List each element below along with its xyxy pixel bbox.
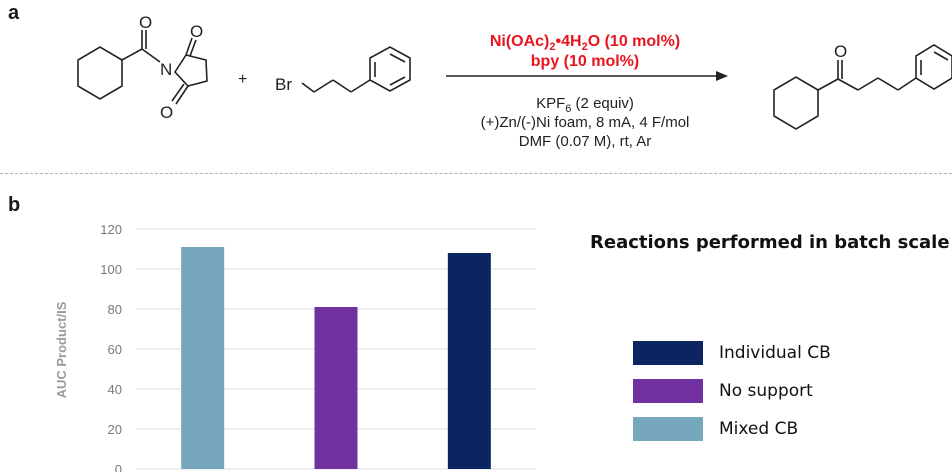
benzene-ring-reactant: [369, 46, 411, 92]
imide-o-bottom-label: O: [160, 103, 173, 122]
legend-swatch-individual-cb: [633, 341, 703, 365]
y-tick-label-40: 40: [108, 382, 122, 397]
legend-label-no-support: No support: [719, 381, 813, 401]
legend-item-mixed-cb: Mixed CB: [633, 417, 798, 441]
cyclohexane-ring-product: [773, 76, 819, 130]
bar-no-support: [314, 307, 358, 469]
chain-bond: [301, 82, 315, 93]
solvent-text: DMF (0.07 M), rt, Ar: [519, 133, 652, 150]
arrow-head: [716, 71, 728, 81]
panel-label-b: b: [8, 194, 21, 216]
succinimide-ring: [173, 54, 208, 87]
bromine-label: Br: [275, 75, 292, 94]
product-o-label: O: [834, 42, 847, 61]
carbonyl-o-label: O: [139, 13, 152, 32]
y-tick-label-0: 0: [115, 462, 122, 472]
y-axis-label: AUC Product/IS: [54, 301, 69, 398]
plus-sign: +: [238, 71, 247, 88]
catalyst-text: Ni(OAc)2•4H2O (10 mol%): [490, 33, 680, 53]
panel-divider: [0, 173, 952, 174]
legend-label-mixed-cb: Mixed CB: [719, 419, 799, 439]
y-tick-label-100: 100: [100, 262, 122, 277]
nitrogen-label: N: [160, 60, 172, 79]
legend-swatch-no-support: [633, 379, 703, 403]
y-tick-label-20: 20: [108, 422, 122, 437]
ligand-text: bpy (10 mol%): [531, 53, 639, 70]
y-tick-label-120: 120: [100, 222, 122, 237]
reaction-scheme: O N O O + Br O Ni(OAc)2•4H2O (10 mol%) b…: [77, 13, 952, 150]
bar-chart: 0 20 40 60 80 100 120 AUC Product/IS: [54, 222, 536, 472]
imide-o-top-label: O: [190, 22, 203, 41]
benzene-ring-product: [915, 44, 952, 90]
electrode-text: (+)Zn/(-)Ni foam, 8 mA, 4 F/mol: [481, 114, 690, 131]
legend-swatch-mixed-cb: [633, 417, 703, 441]
legend-label-individual-cb: Individual CB: [719, 343, 831, 363]
y-tick-label-80: 80: [108, 302, 122, 317]
legend-item-no-support: No support: [633, 379, 813, 403]
bar-mixed-cb: [181, 247, 225, 469]
panel-label-a: a: [8, 2, 20, 24]
cyclohexane-ring: [77, 46, 123, 100]
bar-individual-cb: [447, 253, 491, 469]
y-tick-label-60: 60: [108, 342, 122, 357]
legend-item-individual-cb: Individual CB: [633, 341, 831, 365]
chart-title: Reactions performed in batch scale: [590, 232, 950, 253]
salt-text: KPF6 (2 equiv): [536, 95, 634, 115]
